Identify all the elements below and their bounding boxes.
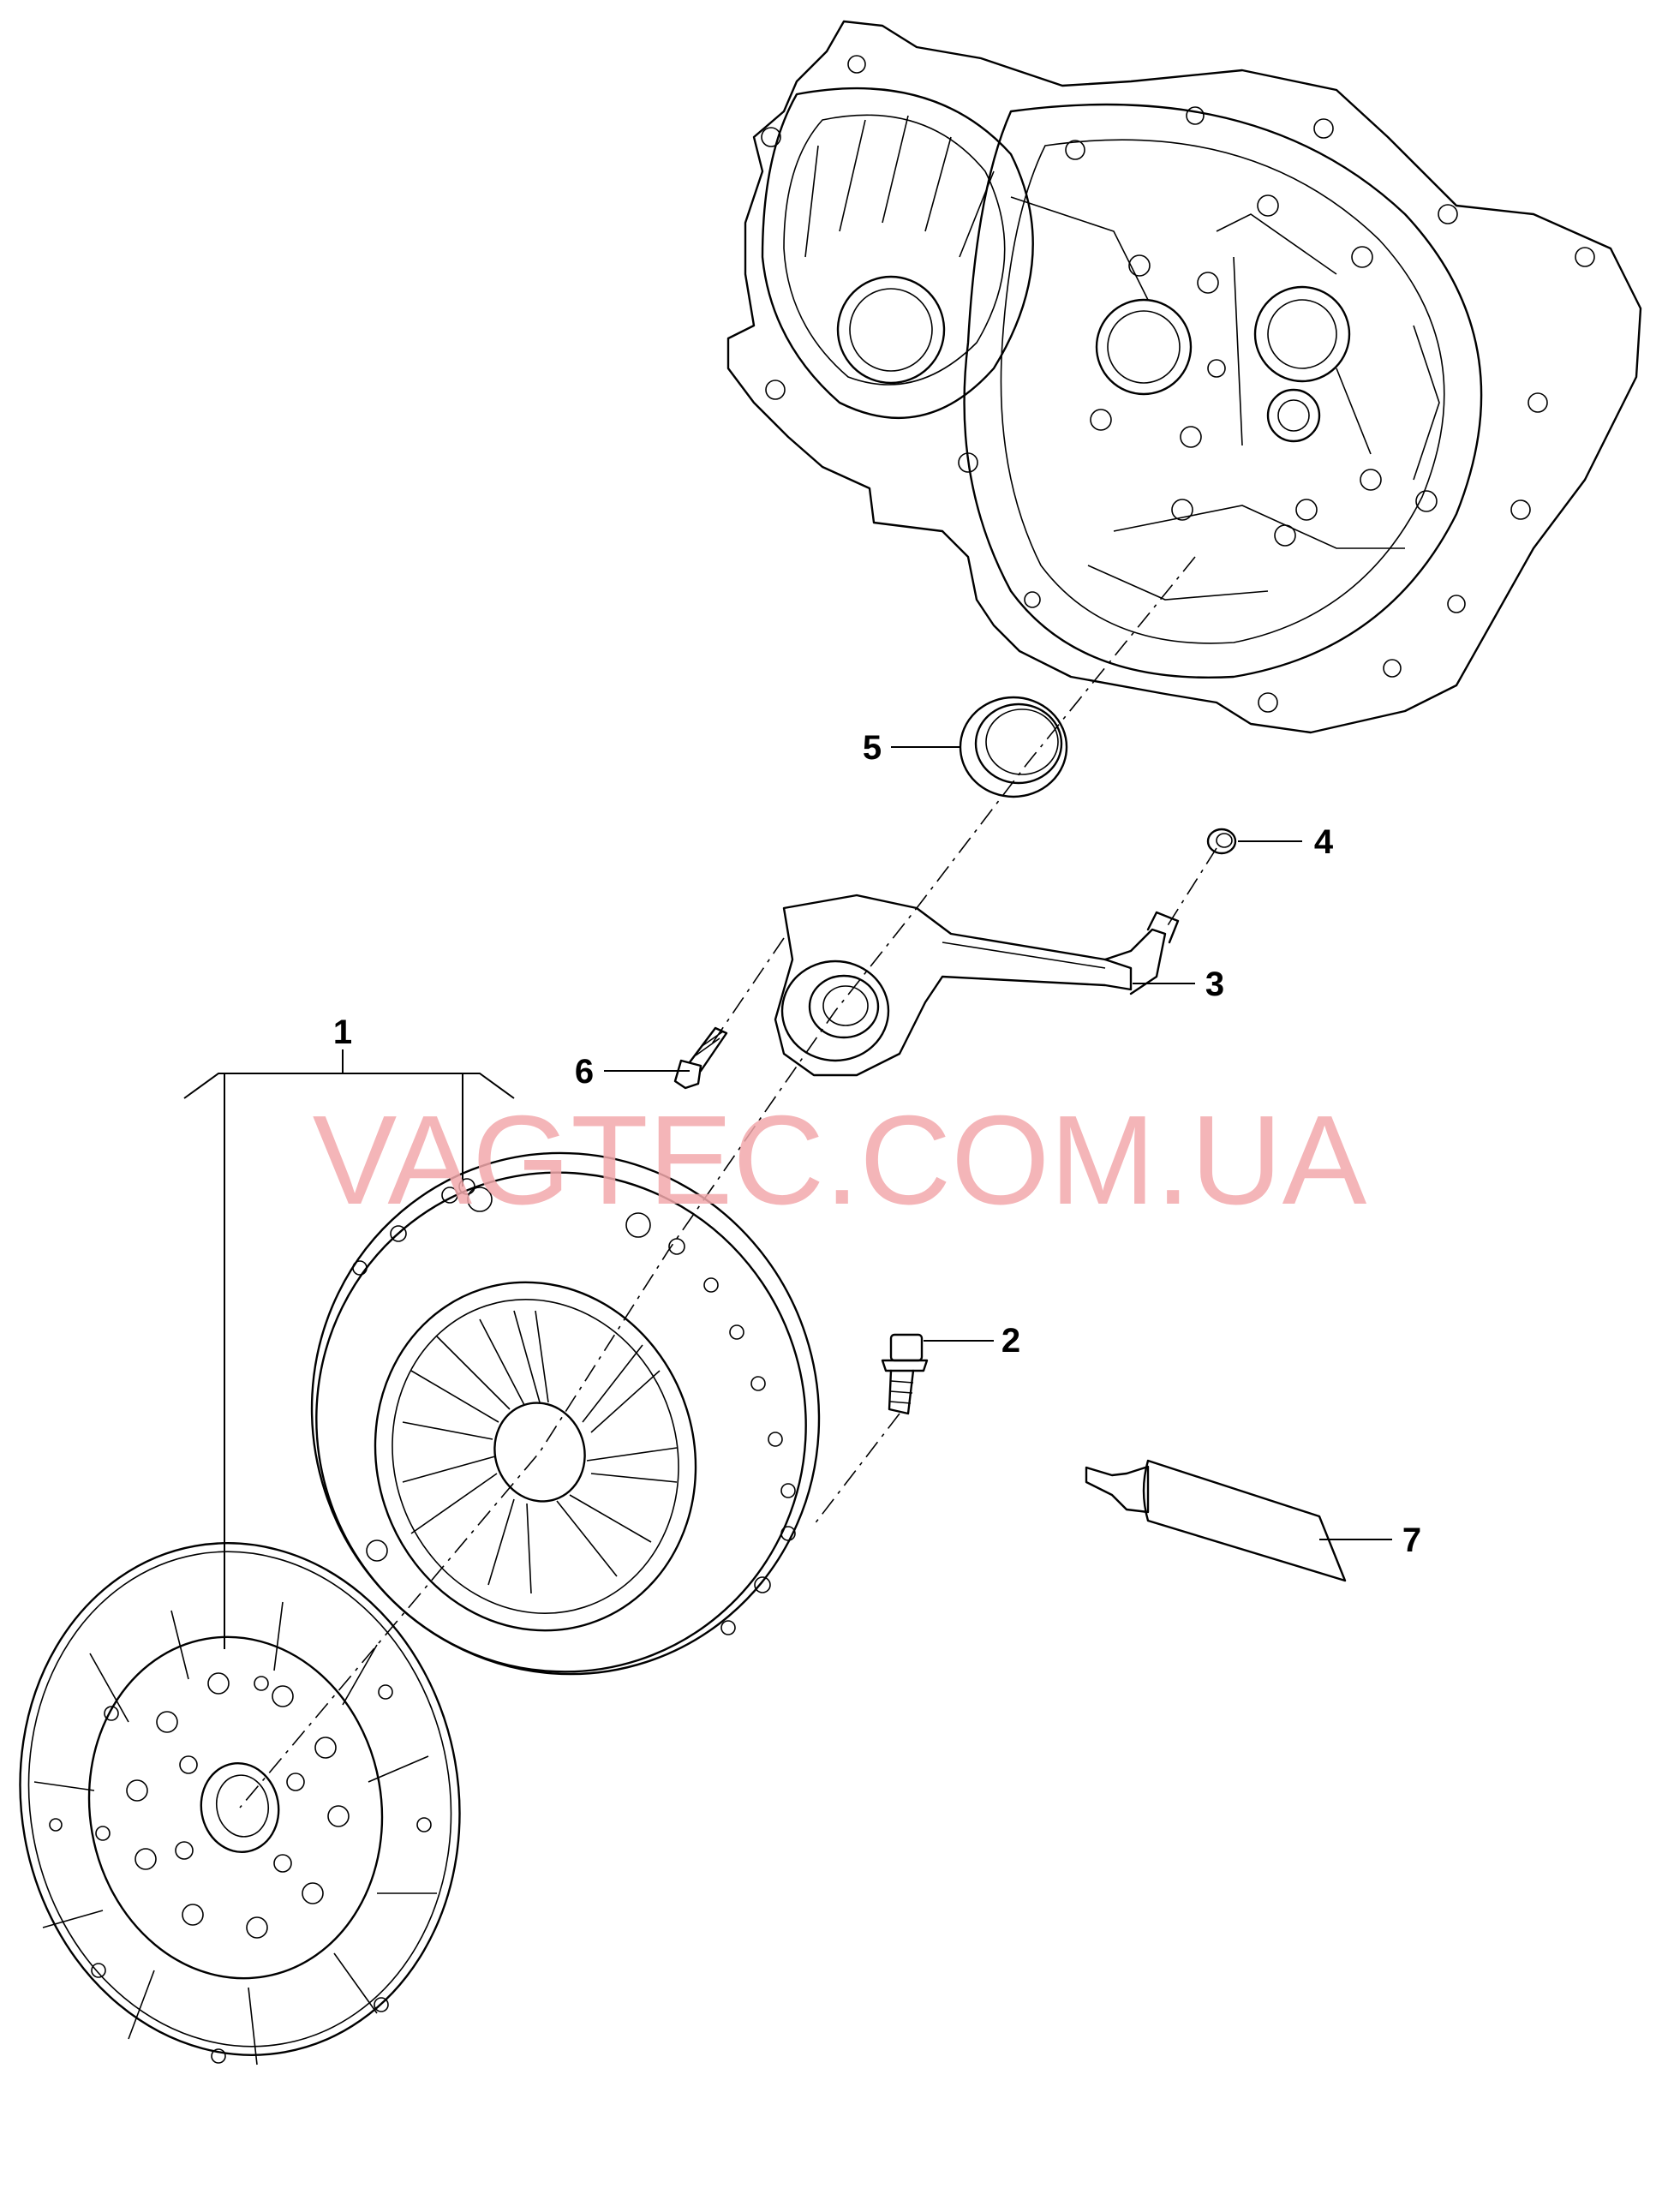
pressure-plate-icon <box>310 1151 821 1676</box>
callout-4: 4 <box>1314 823 1334 861</box>
callout-leaders <box>183 746 1392 1649</box>
cap-icon <box>1206 828 1237 855</box>
callout-5: 5 <box>863 729 882 767</box>
clutch-disc-icon <box>19 1542 461 2066</box>
tube-icon <box>1085 1459 1347 1582</box>
callout-1: 1 <box>333 1013 352 1051</box>
watermark-text: VAGTEC.COM.UA <box>313 1090 1367 1231</box>
bolt-icon <box>881 1333 929 1415</box>
gearbox-housing-icon <box>726 20 1642 734</box>
bolt-icon <box>673 1026 728 1090</box>
callout-2: 2 <box>1001 1322 1020 1360</box>
callout-3: 3 <box>1205 965 1224 1003</box>
slave-cylinder-icon <box>774 894 1180 1077</box>
callout-6: 6 <box>575 1053 594 1091</box>
callout-7: 7 <box>1402 1521 1421 1559</box>
assembly-center-lines <box>239 556 1217 1808</box>
